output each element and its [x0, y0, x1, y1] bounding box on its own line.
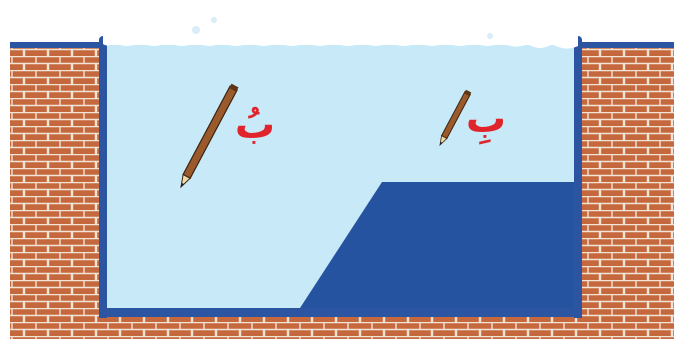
left-letter: بُ	[235, 102, 275, 148]
right-letter: بِ	[466, 96, 506, 145]
water-foam	[103, 1, 578, 49]
